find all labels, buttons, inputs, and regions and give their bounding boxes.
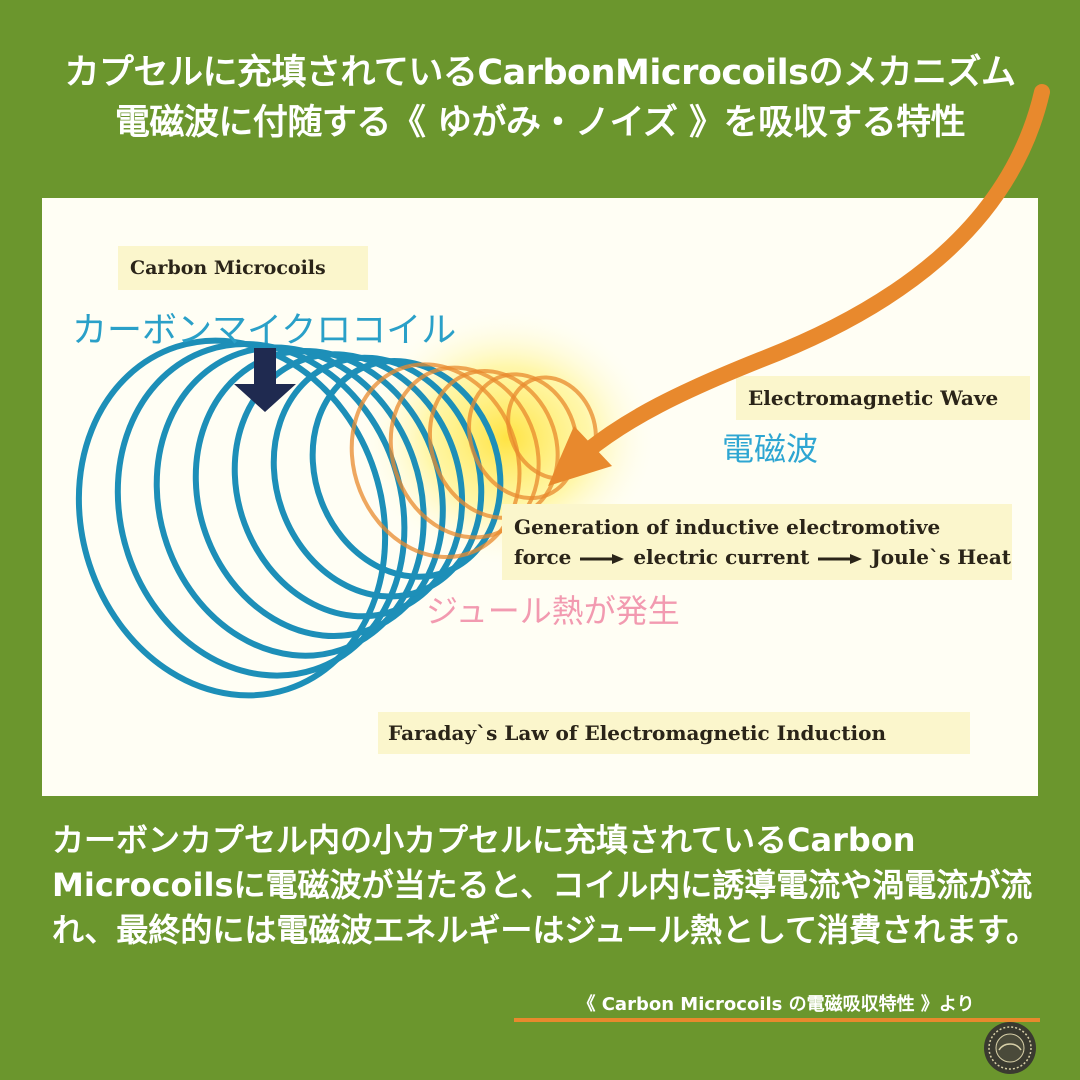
coil-loop: [75, 337, 389, 699]
pointer-arrow: [234, 348, 296, 412]
coil-loop: [153, 344, 427, 659]
description-text: カーボンカプセル内の小カプセルに充填されているCarbon Microcoils…: [52, 821, 1038, 949]
joule-heat-jp-label: ジュール熱が発生: [426, 592, 680, 630]
coil-loop: [467, 372, 579, 501]
faraday-law-label: Faraday`s Law of Electromagnetic Inducti…: [378, 712, 970, 754]
page-title-line-1: カプセルに充填されているCarbonMicrocoilsのメカニズム: [64, 53, 1016, 93]
source-underline: [514, 1018, 1040, 1022]
carbon-microcoils-label: Carbon Microcoils: [118, 246, 368, 290]
electromagnetic-wave-label: Electromagnetic Wave: [736, 376, 1030, 420]
arrow-right-icon: [818, 553, 863, 564]
carbon-microcoils-jp-label: カーボンマイクロコイル: [72, 311, 457, 351]
page-title-line-2: 電磁波に付随する《 ゆがみ・ノイズ 》を吸収する特性: [114, 103, 966, 143]
generation-line-2: force electric current Joule`s Heat: [514, 542, 1011, 572]
coil-loop: [349, 362, 522, 560]
force-label: force: [514, 545, 572, 569]
coil-loop: [388, 365, 541, 540]
brand-logo-icon: [984, 1022, 1036, 1074]
electromagnetic-wave-jp-label: 電磁波: [722, 430, 819, 468]
source-caption: 《 Carbon Microcoils の電磁吸収特性 》より: [577, 994, 975, 1015]
diagram-panel: Carbon Microcoils カーボンマイクロコイル Electromag…: [42, 198, 1038, 796]
coil-loop: [231, 351, 466, 620]
induction-process-box: Generation of inductive electromotive fo…: [502, 504, 1012, 580]
carbon-microcoil: [75, 337, 598, 699]
joules-heat-label: Joule`s Heat: [871, 545, 1012, 569]
electric-current-label: electric current: [633, 545, 810, 569]
arrow-right-icon: [580, 553, 625, 564]
generation-line-1: Generation of inductive electromotive: [514, 515, 941, 539]
coil-loop: [309, 358, 504, 580]
